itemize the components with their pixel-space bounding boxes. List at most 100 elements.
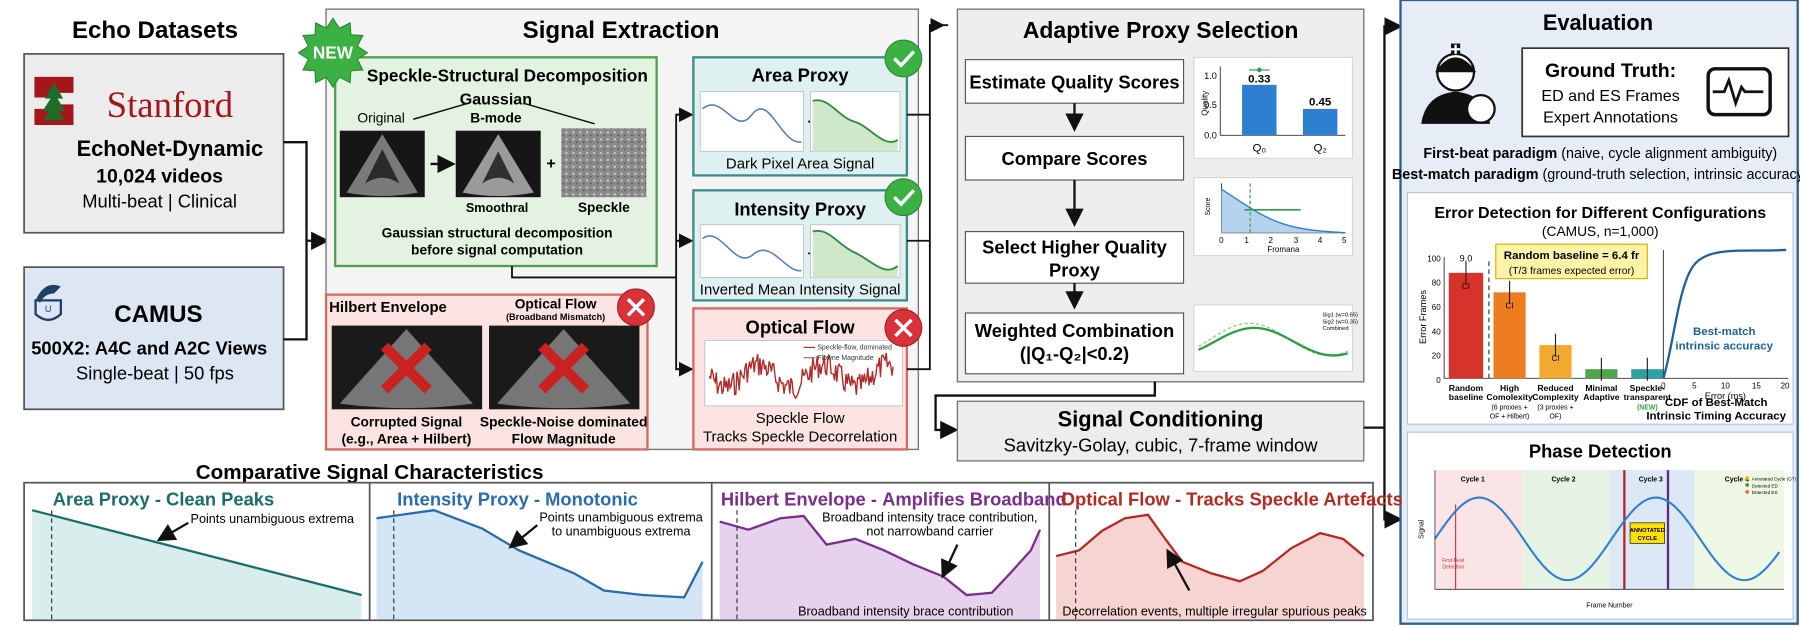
svg-text:Sig2 (w=0.35): Sig2 (w=0.35) xyxy=(1322,319,1358,325)
adaptive-step-weighted: Weighted Combination (|Q₁-Q₂|<0.2) xyxy=(964,312,1185,375)
area-proxy-check-icon xyxy=(884,39,923,78)
of-legend-1: Speckle-flow, dominated xyxy=(817,345,892,352)
svg-text:0.0: 0.0 xyxy=(1204,131,1217,141)
echonet-desc: Multi-beat | Clinical xyxy=(82,191,237,212)
svg-text:Signal: Signal xyxy=(1418,519,1425,539)
weighted-combination-chart: Sig1 (w=0.65) Sig2 (w=0.35) Combined xyxy=(1193,304,1358,372)
svg-text:0: 0 xyxy=(1436,376,1441,385)
signal-conditioning-box: Signal Conditioning Savitzky-Golay, cubi… xyxy=(956,400,1365,462)
svg-text:High: High xyxy=(1500,383,1519,393)
comparative-intensity-panel: Intensity Proxy - Monotonic Points unamb… xyxy=(376,489,704,620)
ground-truth-line-2: Expert Annotations xyxy=(1543,109,1678,127)
svg-text:Detected ES: Detected ES xyxy=(1752,490,1778,495)
svg-text:Hilbert Envelope - Amplifies B: Hilbert Envelope - Amplifies Broadband xyxy=(721,489,1067,510)
svg-text:Random: Random xyxy=(1449,383,1484,393)
svg-text:1: 1 xyxy=(1244,236,1249,245)
svg-text:baseline: baseline xyxy=(1449,392,1484,402)
intensity-proxy-raw-curve xyxy=(702,235,802,272)
svg-text:Area Proxy - Clean Peaks: Area Proxy - Clean Peaks xyxy=(53,489,274,510)
corrupted-label-2: (e.g., Area + Hilbert) xyxy=(341,432,471,447)
svg-text:not narrowband carrier: not narrowband carrier xyxy=(866,524,993,538)
conditioning-title: Signal Conditioning xyxy=(1058,407,1264,432)
svg-text:CDF of Best-Match: CDF of Best-Match xyxy=(1665,397,1768,409)
svg-text:Broadband intensity trace cont: Broadband intensity trace contribution, xyxy=(822,511,1037,525)
svg-text:1.0: 1.0 xyxy=(1204,71,1217,81)
svg-text:15: 15 xyxy=(1752,382,1761,391)
svg-text:Compare Scores: Compare Scores xyxy=(1002,148,1148,169)
of-reject-cross xyxy=(538,342,590,394)
camus-logo: U xyxy=(34,284,62,322)
svg-text:Annotated Cycle (GT): Annotated Cycle (GT) xyxy=(1752,476,1797,481)
optical-flow-caption-1: Speckle Flow xyxy=(756,411,845,427)
rejected-of-label: Optical Flow xyxy=(515,296,597,311)
cdf-curve xyxy=(1662,248,1787,379)
svg-text:0: 0 xyxy=(1661,382,1666,391)
intensity-proxy-title: Intensity Proxy xyxy=(734,199,866,220)
speckle-label: Speckle xyxy=(578,200,630,215)
svg-text:Score: Score xyxy=(1205,197,1212,215)
svg-text:CI: CI xyxy=(1551,354,1559,363)
evaluation-title: Evaluation xyxy=(1543,10,1653,35)
area-comparative-curve xyxy=(31,509,362,597)
phase-detection-title: Phase Detection xyxy=(1529,440,1672,461)
area-proxy-title: Area Proxy xyxy=(752,64,850,85)
svg-text:Q₂: Q₂ xyxy=(1313,142,1326,154)
hilbert-comparative-curve xyxy=(719,514,1042,597)
svg-text:Quality: Quality xyxy=(1201,91,1210,116)
svg-text:100: 100 xyxy=(1427,254,1441,263)
echonet-count: 10,024 videos xyxy=(96,165,223,187)
svg-text:Proxy: Proxy xyxy=(1049,259,1101,280)
comparative-hilbert-panel: Hilbert Envelope - Amplifies Broadband B… xyxy=(719,489,1067,620)
svg-text:3: 3 xyxy=(1294,236,1299,245)
svg-text:Decorrelation events, multiple: Decorrelation events, multiple irregular… xyxy=(1062,605,1366,619)
svg-text:Broadband intensity brace cont: Broadband intensity brace contribution xyxy=(798,605,1013,619)
svg-text:CI: CI xyxy=(1506,301,1514,310)
svg-text:Combined: Combined xyxy=(1322,326,1348,332)
camus-name: CAMUS xyxy=(114,301,202,328)
rejected-methods-reject-icon xyxy=(617,288,655,327)
stanford-logo xyxy=(34,76,74,125)
stanford-dataset-box: Stanford EchoNet-Dynamic 10,024 videos M… xyxy=(23,53,285,234)
svg-text:Speckle-: Speckle- xyxy=(1630,383,1666,393)
area-proxy-box: Area Proxy Nd fell Dark Pixel Area Signa… xyxy=(692,56,909,177)
corrupted-label-1: Corrupted Signal xyxy=(351,415,463,430)
hilbert-reject-cross xyxy=(380,342,432,394)
area-proxy-smoothed-curve xyxy=(812,99,899,143)
svg-text:transparent: transparent xyxy=(1624,392,1671,402)
svg-text:5: 5 xyxy=(1692,382,1697,391)
optical-flow-reject-icon xyxy=(884,308,923,347)
phase-legend: Annotated Cycle (GT) Detected ED Detecte… xyxy=(1745,476,1797,495)
adaptive-title: Adaptive Proxy Selection xyxy=(1023,17,1299,43)
echo-datasets-title: Echo Datasets xyxy=(72,17,238,44)
intensity-proxy-box: Intensity Proxy M Ifdl Inverted Mean Int… xyxy=(692,189,909,302)
quality-bar-chart: Quality 1.0 0.5 0.0 0.33 0.45 Q₀ Q₂ xyxy=(1193,56,1353,159)
speckle-caption-2: before signal computation xyxy=(411,243,583,258)
gaussian-label: Gaussian xyxy=(460,90,532,108)
svg-text:Intrinsic Timing Accuracy: Intrinsic Timing Accuracy xyxy=(1646,411,1786,423)
svg-text:OF): OF) xyxy=(1550,413,1562,420)
svg-text:Estimate Quality Scores: Estimate Quality Scores xyxy=(969,71,1179,92)
optical-flow-title: Optical Flow xyxy=(746,317,856,338)
speckle-decomposition-box: Speckle-Structural Decomposition Gaussia… xyxy=(334,56,658,268)
quality-decay-chart: Score 0 1 2 3 4 5 Fromana xyxy=(1193,177,1353,257)
svg-text:0.33: 0.33 xyxy=(1248,74,1270,86)
error-bar-1 xyxy=(1493,292,1526,379)
svg-text:20: 20 xyxy=(1432,352,1441,361)
svg-text:Cycle 3: Cycle 3 xyxy=(1639,477,1663,484)
ground-truth-line-1: ED and ES Frames xyxy=(1541,87,1679,105)
error-bars: 100806040200CIRandombaselineCIHighComole… xyxy=(1427,253,1671,420)
svg-text:(T/3 frames expected error): (T/3 frames expected error) xyxy=(1509,266,1635,277)
svg-text:Reduced: Reduced xyxy=(1537,383,1573,393)
optical-flow-box: Optical Flow Speckle-flow, dominated Flo… xyxy=(692,307,909,451)
speckle-noise-label-2: Flow Magnitude xyxy=(512,432,616,447)
new-badge-text: NEW xyxy=(313,42,354,62)
svg-text:to unambiguous extrema: to unambiguous extrema xyxy=(552,524,692,538)
svg-text:60: 60 xyxy=(1432,303,1441,312)
svg-text:(|Q₁-Q₂|<0.2): (|Q₁-Q₂|<0.2) xyxy=(1020,343,1129,364)
svg-text:Comolexity: Comolexity xyxy=(1486,392,1533,402)
of-legend-2: Flowne Magnitude xyxy=(817,355,873,362)
svg-text:Intensity Proxy - Monotonic: Intensity Proxy - Monotonic xyxy=(397,489,638,510)
phase-detection-panel: Phase Detection Cycle 1 Cycle 2 Cycle 3 … xyxy=(1406,431,1797,620)
optical-flow-comparative-curve xyxy=(1055,513,1365,583)
